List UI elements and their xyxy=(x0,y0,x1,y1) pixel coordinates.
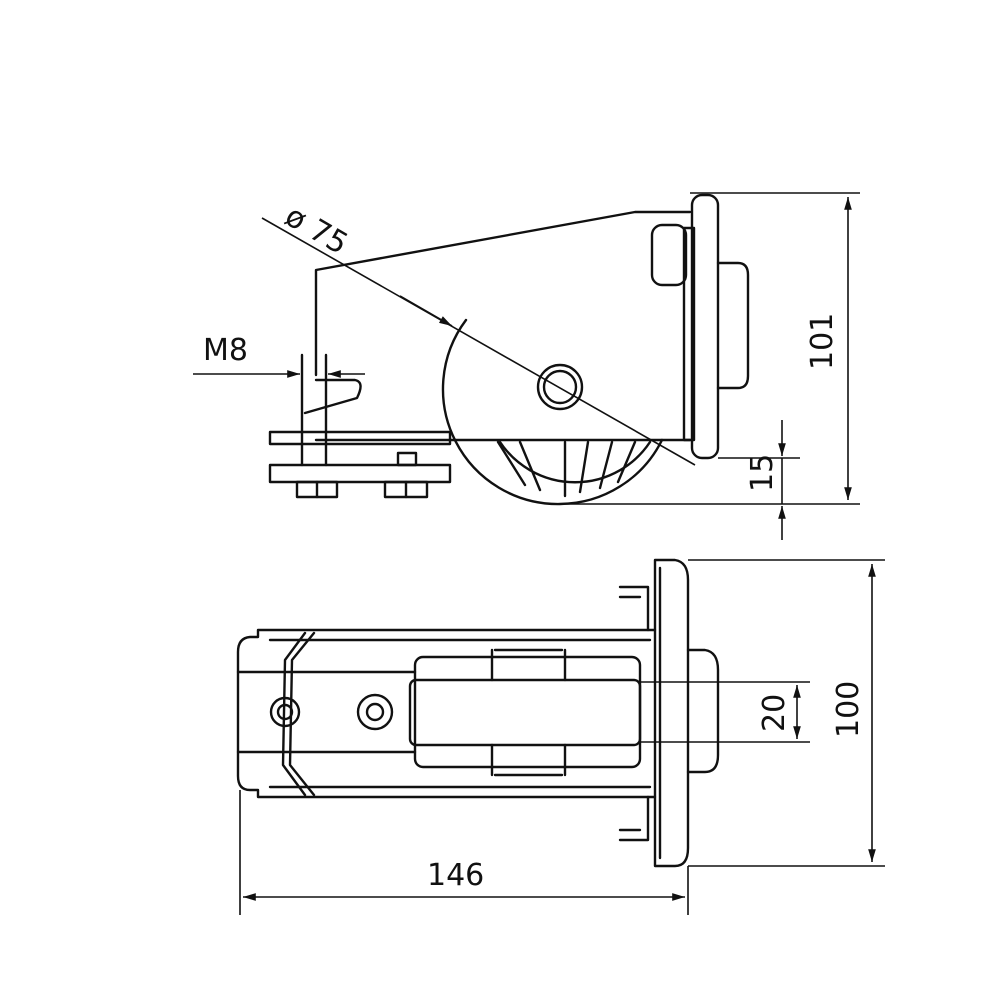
diameter-leader xyxy=(261,217,696,466)
top-view: 100 20 146 xyxy=(236,558,885,915)
bracket-body xyxy=(303,210,696,442)
bolt xyxy=(269,696,301,728)
axle-inner xyxy=(542,369,578,405)
chassis-top xyxy=(236,585,657,842)
thread-label: M8 xyxy=(203,333,248,368)
axle-outer xyxy=(536,363,584,411)
width-label: 100 xyxy=(831,681,866,738)
side-view: ø 75 M8 101 15 xyxy=(193,192,860,540)
offset-label: 15 xyxy=(745,454,780,492)
wheel xyxy=(441,318,664,506)
height-label: 101 xyxy=(805,313,840,370)
plate-top xyxy=(653,558,720,868)
length-label: 146 xyxy=(427,858,484,893)
wheel-top xyxy=(408,648,642,777)
mounting-plate xyxy=(690,193,750,460)
bolt xyxy=(356,693,394,731)
diameter-label: ø 75 xyxy=(279,199,354,262)
wheel-width-label: 20 xyxy=(757,694,792,732)
base-plates xyxy=(268,353,452,499)
